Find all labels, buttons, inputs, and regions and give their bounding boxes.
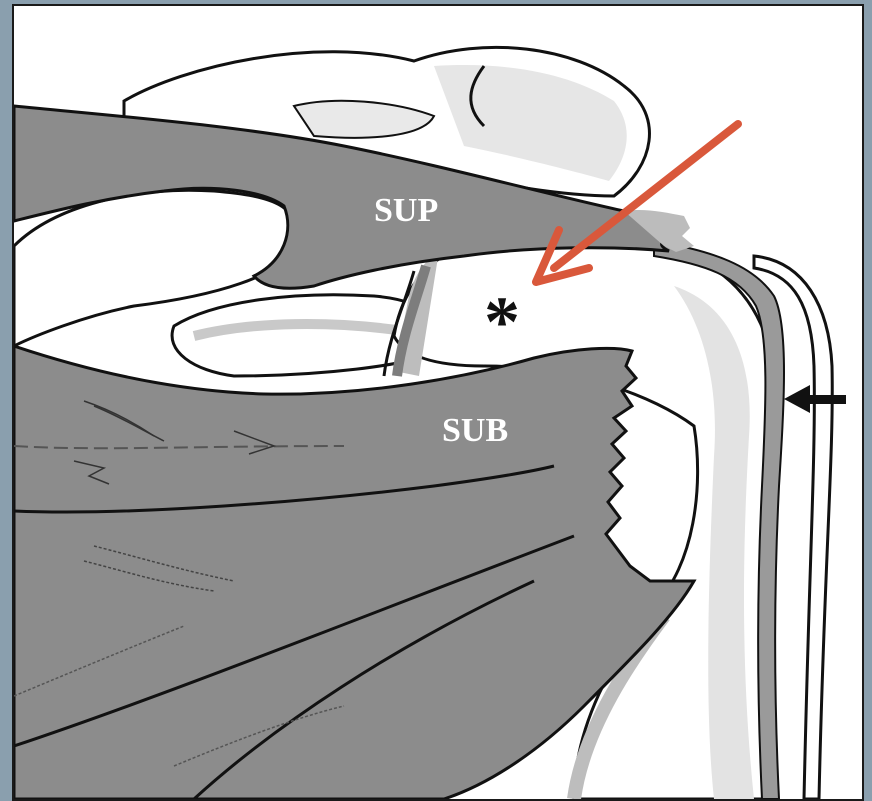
sup-label: SUP xyxy=(374,192,438,229)
sub-label: SUB xyxy=(442,412,508,449)
shoulder-anatomy-diagram: SUP SUB * xyxy=(14,6,862,799)
anatomy-illustration-frame: SUP SUB * xyxy=(12,4,864,801)
asterisk-marker: * xyxy=(484,282,520,362)
